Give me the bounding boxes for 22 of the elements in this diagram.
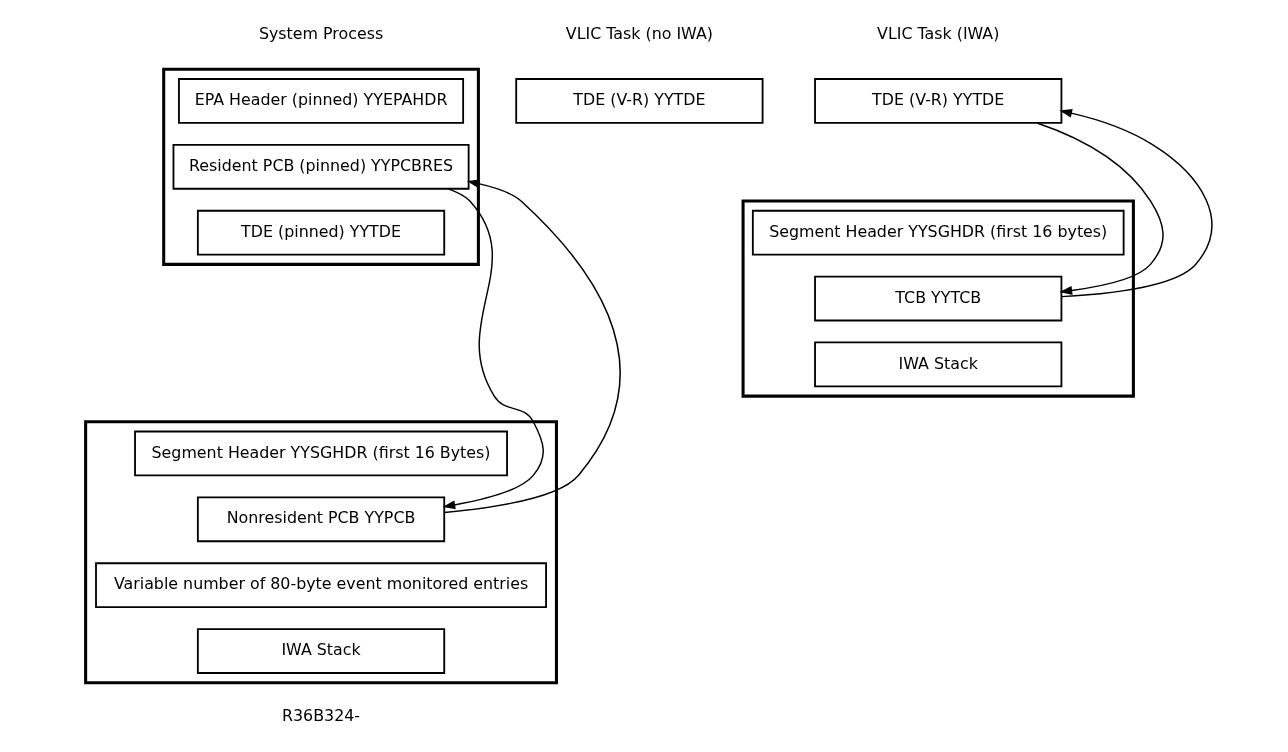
- node-box: Resident PCB (pinned) YYPCBRES: [172, 143, 470, 190]
- node-box: Segment Header YYSGHDR (first 16 Bytes): [134, 430, 508, 477]
- label: VLIC Task (IWA): [877, 24, 1000, 44]
- node-box: Nonresident PCB YYPCB: [196, 496, 446, 543]
- node-box: IWA Stack: [196, 628, 446, 674]
- arrow: [443, 179, 621, 514]
- arrow: [442, 188, 544, 510]
- node-box: Variable number of 80-byte event monitored entries: [95, 562, 547, 609]
- cluster: [84, 420, 558, 685]
- label: R36B324-: [282, 706, 361, 726]
- cluster: [741, 199, 1135, 398]
- node-box: TDE (pinned) YYTDE: [196, 209, 446, 256]
- arrow: [1059, 108, 1213, 298]
- label: System Process: [258, 24, 384, 44]
- node-box: TDE (V-R) YYTDE: [515, 78, 764, 124]
- node-box: IWA Stack: [814, 341, 1063, 388]
- node-box: EPA Header (pinned) YYEPAHDR: [178, 78, 465, 124]
- node-box: TCB YYTCB: [814, 275, 1063, 322]
- node-box: Segment Header YYSGHDR (first 16 bytes): [751, 209, 1125, 256]
- arrow: [1036, 122, 1164, 295]
- label: VLIC Task (no IWA): [565, 24, 713, 44]
- node-box: TDE (V-R) YYTDE: [814, 78, 1063, 124]
